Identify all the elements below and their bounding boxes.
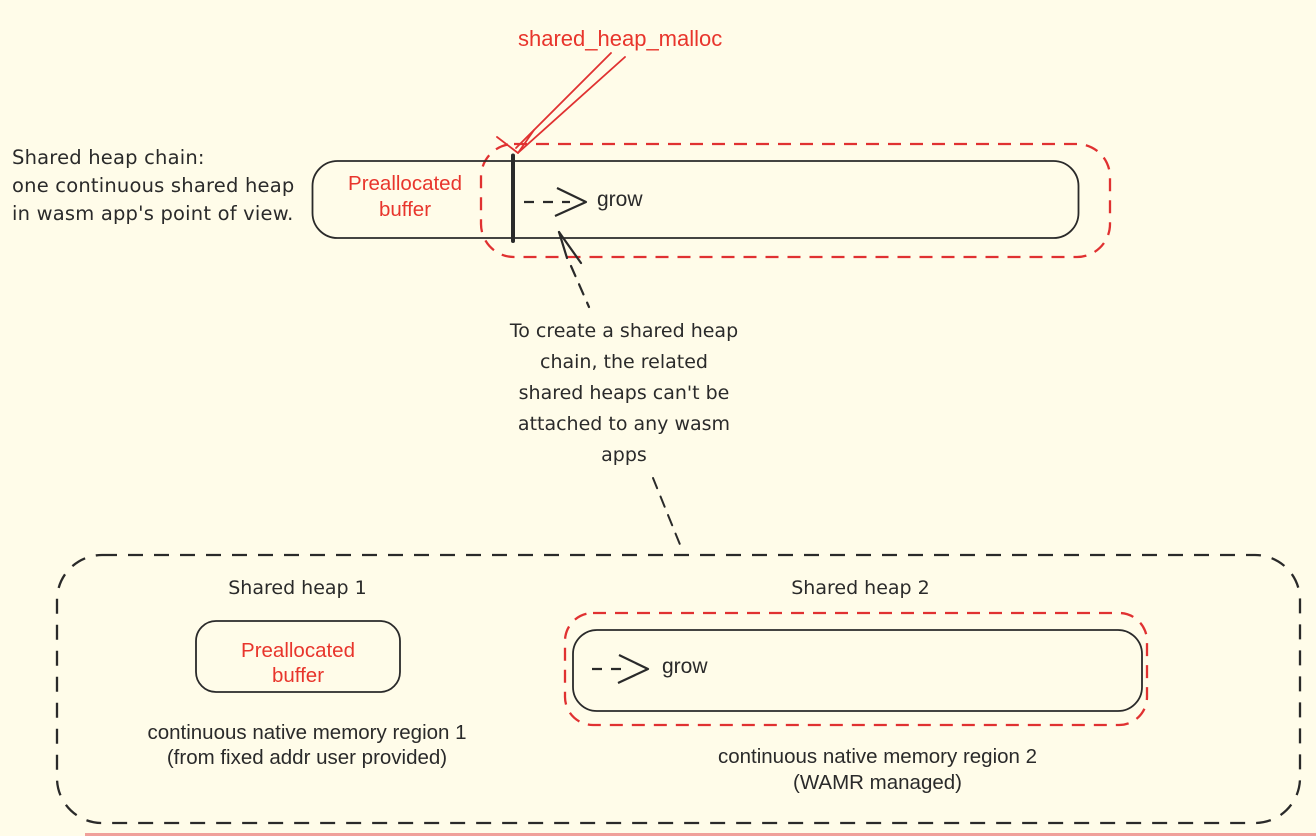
malloc-arrow-icon (496, 52, 626, 154)
shared-heap-chain-description: Shared heap chain: one continuous shared… (12, 146, 295, 225)
shared-heap1-title: Shared heap 1 (228, 577, 367, 599)
main-grow-label: grow (597, 188, 643, 211)
create-chain-note: To create a shared heap chain, the relat… (509, 320, 739, 466)
shared-heap2-red-dashed-outline (563, 611, 1149, 727)
shared-heap2-box (572, 629, 1143, 712)
heap1-caption: continuous native memory region 1 (from … (147, 721, 467, 769)
heap2-grow-label: grow (662, 655, 708, 678)
attach-pointer-icon (557, 230, 591, 309)
shared-heap-chain-red-dashed-outline (479, 142, 1112, 259)
shared-heap2-title: Shared heap 2 (791, 577, 930, 599)
shared-heap-malloc-label: shared_heap_malloc (518, 26, 723, 51)
heap2-caption: continuous native memory region 2 (WAMR … (717, 745, 1038, 794)
note-connector-line (652, 477, 684, 553)
grow-arrow2-icon (592, 654, 650, 684)
unattached-heaps-container-outline (55, 553, 1302, 825)
shared-heap1-box (195, 620, 401, 693)
heap1-preallocated-buffer-label: Preallocated buffer (241, 639, 355, 687)
main-preallocated-buffer-label: Preallocated buffer (348, 172, 462, 221)
grow-arrow-icon (524, 187, 588, 218)
main-heap-box (311, 160, 1080, 239)
